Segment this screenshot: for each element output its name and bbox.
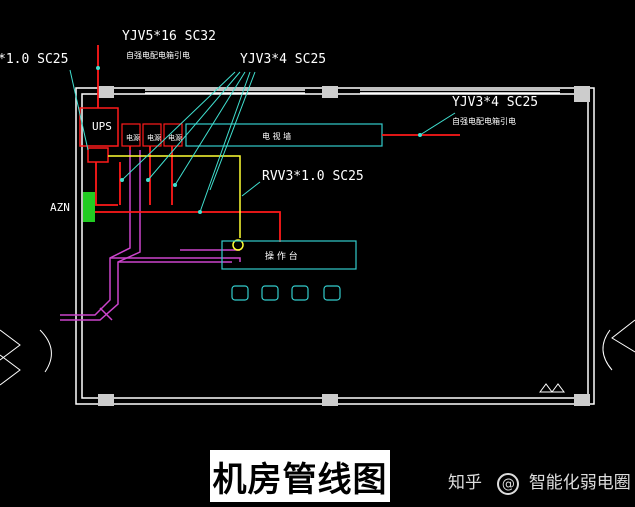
cable-label-mid: YJV3*4 SC25 [240,52,326,67]
rack-label-3: 电源 [168,133,182,142]
console-label: 操 作 台 [265,250,298,262]
diagram-title: 机房管线图 [210,450,390,502]
watermark: 知乎 @ 智能化弱电圈 [448,468,631,495]
rack-label-2: 电源 [147,133,161,142]
ups-label: UPS [92,120,112,133]
cable-label-top: YJV5*16 SC32 [122,29,216,44]
cable-note-right: 自强电配电箱引电 [452,116,516,126]
distribution-box [87,147,109,163]
power-racks: 电源 电源 电源 [121,123,183,147]
cable-label-right: YJV3*4 SC25 [452,95,538,110]
rack-label-1: 电源 [126,133,140,142]
operator-console: 操 作 台 [221,240,357,270]
chairs [231,285,341,301]
cable-label-top-left: *1.0 SC25 [0,52,68,67]
leader-lines [69,69,456,213]
columns [98,86,590,406]
azn-label: AZN [50,201,70,214]
at-icon: @ [497,473,520,495]
watermark-site: 知乎 [448,473,482,493]
cable-tray [60,150,241,321]
doors [0,319,635,386]
signal-line [108,155,244,251]
ups-cabinet: UPS [79,107,119,147]
power-lines [92,45,460,242]
watermark-author: 智能化弱电圈 [528,473,631,493]
tv-wall-label: 电 视 墙 [262,131,291,141]
leader-dots [96,66,422,214]
azn-box: AZN [50,192,95,222]
plant-symbol [539,383,565,393]
cable-note-top: 自强电配电箱引电 [126,50,190,60]
cable-label-rvv: RVV3*1.0 SC25 [262,169,364,184]
tv-wall-cabinets: 电 视 墙 [185,123,383,147]
diagram-title-text: 机房管线图 [212,459,388,500]
